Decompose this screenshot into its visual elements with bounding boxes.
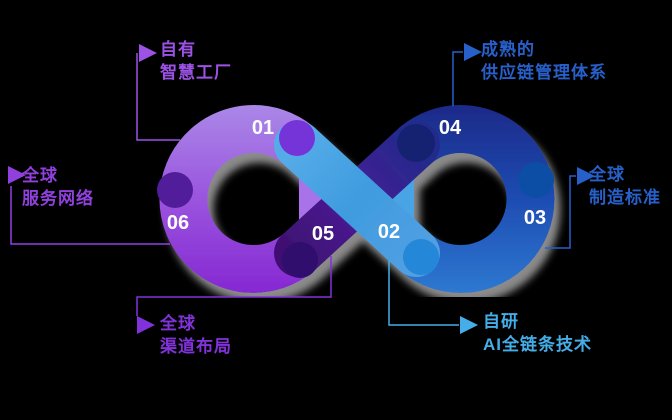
- callout-left-line2: 服务网络: [22, 189, 94, 208]
- connector-bottom-right: [388, 260, 459, 326]
- step-number-05: 05: [312, 223, 334, 245]
- callout-right-line1: 全球: [589, 165, 625, 184]
- node-dot-03: [518, 162, 554, 198]
- callout-bottom-left: 全球 渠道布局: [160, 312, 232, 358]
- callout-bottom-left-line1: 全球: [160, 314, 196, 333]
- cross-band-cyan: [274, 121, 440, 277]
- callout-top-left-line2: 智慧工厂: [160, 63, 232, 82]
- callout-top-right: 成熟的 供应链管理体系: [481, 38, 607, 84]
- callout-left: 全球 服务网络: [22, 164, 94, 210]
- callout-arrow-bottom-left-icon: [137, 316, 155, 334]
- connector-top-right: [452, 51, 463, 106]
- callout-top-left: 自有 智慧工厂: [160, 38, 232, 84]
- connector-bottom-left: [136, 256, 332, 316]
- callout-top-right-line1: 成熟的: [481, 40, 535, 59]
- infinity-loop: [159, 105, 555, 293]
- callout-right-line2: 制造标准: [589, 188, 661, 207]
- step-number-01: 01: [252, 117, 274, 139]
- connector-top-left: [136, 53, 180, 141]
- node-dot-04: [397, 124, 435, 162]
- step-number-03: 03: [524, 207, 546, 229]
- step-number-02: 02: [378, 221, 400, 243]
- callout-top-right-line2: 供应链管理体系: [481, 63, 607, 82]
- step-number-04: 04: [439, 117, 462, 139]
- right-ring-band: [392, 105, 555, 293]
- step-number-06: 06: [167, 212, 189, 234]
- callout-arrow-top-right-icon: [464, 43, 482, 61]
- callout-arrow-left-icon: [8, 166, 26, 184]
- callout-bottom-right: 自研 AI全链条技术: [483, 310, 592, 356]
- connector-left: [10, 186, 170, 245]
- node-dot-01: [279, 120, 315, 156]
- node-dot-05: [282, 242, 318, 278]
- callout-arrow-top-left-icon: [139, 44, 157, 62]
- callout-arrow-right-icon: [577, 167, 595, 185]
- callout-bottom-right-line2: AI全链条技术: [483, 335, 592, 354]
- callout-bottom-left-line2: 渠道布局: [160, 337, 232, 356]
- callout-right: 全球 制造标准: [589, 163, 661, 209]
- callout-bottom-right-line1: 自研: [483, 312, 519, 331]
- node-dot-02: [403, 239, 439, 275]
- callout-left-line1: 全球: [22, 166, 58, 185]
- callout-top-left-line1: 自有: [160, 40, 196, 59]
- callout-arrow-bottom-right-icon: [460, 316, 478, 334]
- callout-connectors: [10, 51, 576, 326]
- connector-right: [545, 175, 576, 249]
- node-dot-06: [157, 172, 193, 208]
